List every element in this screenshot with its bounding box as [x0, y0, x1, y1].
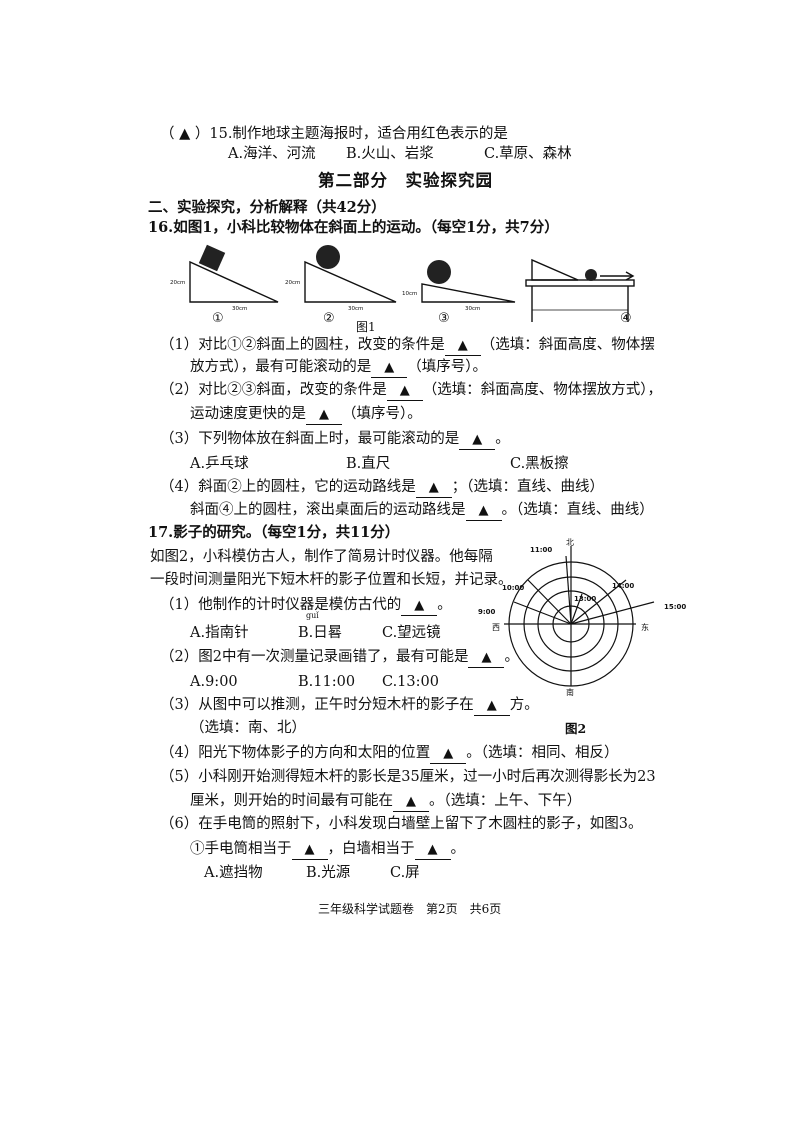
- q15-option-a: A.海洋、河流: [228, 146, 316, 162]
- q15-option-c: C.草原、森林: [484, 146, 572, 162]
- q17-intro-line1: 如图2，小科模仿古人，制作了简易计时仪器。他每隔: [150, 549, 493, 565]
- q17-p2-option-b: B.11:00: [298, 674, 356, 690]
- q15-stem: （ ▲ ）15.制作地球主题海报时，适合用红色表示的是: [160, 126, 508, 142]
- q16-p3: （3）下列物体放在斜面上时，最可能滚动的是▲。: [160, 430, 510, 450]
- q17-p2-option-c: C.13:00: [382, 674, 439, 690]
- dim-w2: 30cm: [348, 306, 363, 312]
- q16-p4-line2: 斜面④上的圆柱，滚出桌面后的运动路线是▲。（选填：直线、曲线）: [190, 501, 654, 521]
- cylinder-lying-3: [427, 260, 451, 284]
- dir-south: 南: [566, 687, 574, 697]
- dim-h1: 20cm: [170, 280, 185, 286]
- q17-p1-option-c: C.望远镜: [382, 625, 441, 641]
- q17-p3-line1: （3）从图中可以推测，正午时分短木杆的影子在▲方。: [160, 696, 539, 716]
- dim-h3: 10cm: [402, 291, 417, 297]
- num-4: ④: [620, 311, 632, 326]
- q17-p6-option-a: A.遮挡物: [204, 865, 263, 881]
- answer-blank[interactable]: ▲: [414, 840, 451, 860]
- time-900: 9:00: [478, 608, 496, 616]
- answer-blank[interactable]: ▲: [306, 405, 342, 425]
- answer-blank[interactable]: ▲: [371, 358, 408, 378]
- q17-p6-option-b: B.光源: [306, 865, 351, 881]
- figure-1-label: 图1: [356, 320, 376, 334]
- answer-blank[interactable]: ▲: [415, 478, 452, 498]
- q16-p3-option-c: C.黑板擦: [510, 456, 569, 472]
- answer-blank[interactable]: ▲: [291, 840, 328, 860]
- q17-p6-sub1: ①手电筒相当于▲，白墙相当于▲。: [190, 840, 465, 860]
- dir-north: 北: [566, 538, 574, 547]
- q16-p3-option-a: A.乒乓球: [190, 456, 249, 472]
- q16-p4-line1: （4）斜面②上的圆柱，它的运动路线是▲；（选填：直线、曲线）: [160, 478, 604, 498]
- dim-h2: 20cm: [285, 280, 300, 286]
- q17-p2-option-a: A.9:00: [190, 674, 238, 690]
- cylinder-standing: [198, 244, 226, 272]
- q17-p3-line2: （选填：南、北）: [190, 720, 306, 736]
- figure-2-sundial: 11:00 10:00 14:00 13:00 9:00 15:00 北 南 西…: [478, 538, 686, 697]
- answer-blank[interactable]: ▲: [444, 336, 481, 356]
- dim-w3: 30cm: [465, 306, 480, 312]
- time-1100: 11:00: [530, 546, 552, 554]
- answer-blank[interactable]: ▲: [393, 792, 429, 812]
- figure-2-label: 图2: [565, 721, 587, 736]
- q17-p6: （6）在手电筒的照射下，小科发现白墙壁上留下了木圆柱的影子，如图3。: [160, 816, 643, 832]
- q17-p5-line2: 厘米，则开始的时间最有可能在▲。（选填：上午、下午）: [190, 792, 581, 812]
- num-1: ①: [212, 311, 224, 326]
- q16-p1-line2: 放方式），最有可能滚动的是▲（填序号）。: [190, 358, 487, 378]
- answer-blank[interactable]: ▲: [401, 596, 438, 616]
- dir-west: 西: [492, 623, 500, 632]
- q17-p5-line1: （5）小科刚开始测得短木杆的影长是35厘米，过一小时后再次测得影长为23: [160, 769, 656, 785]
- q17-p6-option-c: C.屏: [390, 865, 420, 881]
- dim-w1: 30cm: [232, 306, 247, 312]
- answer-blank[interactable]: ▲: [386, 381, 423, 401]
- num-3: ③: [438, 311, 450, 326]
- time-1400: 14:00: [612, 582, 634, 590]
- q17-p1: （1）他制作的计时仪器是模仿古代的▲。: [160, 596, 452, 616]
- pinyin-gui: guǐ: [306, 611, 319, 620]
- answer-blank[interactable]: ▲: [430, 744, 467, 764]
- answer-blank[interactable]: ▲: [465, 501, 502, 521]
- page-footer: 三年级科学试题卷 第2页 共6页: [318, 902, 502, 916]
- part2-title: 第二部分 实验探究园: [318, 171, 493, 190]
- answer-blank[interactable]: ▲: [473, 696, 510, 716]
- cylinder-lying-2: [316, 245, 340, 269]
- q16-p3-option-b: B.直尺: [346, 456, 391, 472]
- figure-1-inclines: 20cm 30cm 20cm 30cm 10cm 30cm ① ② ③ ④: [170, 244, 635, 326]
- q17-title: 17.影子的研究。（每空1分，共11分）: [148, 524, 400, 541]
- q17-p1-option-a: A.指南针: [190, 625, 249, 641]
- q16-p2-line2: 运动速度更快的是▲（填序号）。: [190, 405, 422, 425]
- q16-p1-line1: （1）对比①②斜面上的圆柱，改变的条件是▲（选填：斜面高度、物体摆: [160, 336, 655, 356]
- q17-p4: （4）阳光下物体影子的方向和太阳的位置▲。（选填：相同、相反）: [160, 744, 618, 764]
- time-1000: 10:00: [502, 584, 524, 592]
- time-1300: 13:00: [574, 595, 596, 603]
- time-1500: 15:00: [664, 603, 686, 611]
- dir-east: 东: [641, 622, 649, 632]
- q16-p2-line1: （2）对比②③斜面，改变的条件是▲（选填：斜面高度、物体摆放方式），: [160, 381, 662, 401]
- num-2: ②: [323, 311, 335, 326]
- cylinder-lying-4: [585, 269, 597, 281]
- section2-heading: 二、实验探究，分析解释（共42分）: [148, 199, 386, 216]
- answer-blank[interactable]: ▲: [459, 430, 496, 450]
- q15-option-b: B.火山、岩浆: [346, 146, 434, 162]
- q17-p2: （2）图2中有一次测量记录画错了，最有可能是▲。: [160, 648, 519, 668]
- q16-title: 16.如图1，小科比较物体在斜面上的运动。（每空1分，共7分）: [148, 219, 559, 236]
- q17-intro-line2: 一段时间测量阳光下短木杆的影子位置和长短，并记录。: [150, 572, 513, 588]
- q17-p1-option-b: B.日晷: [298, 625, 343, 641]
- answer-blank[interactable]: ▲: [468, 648, 505, 668]
